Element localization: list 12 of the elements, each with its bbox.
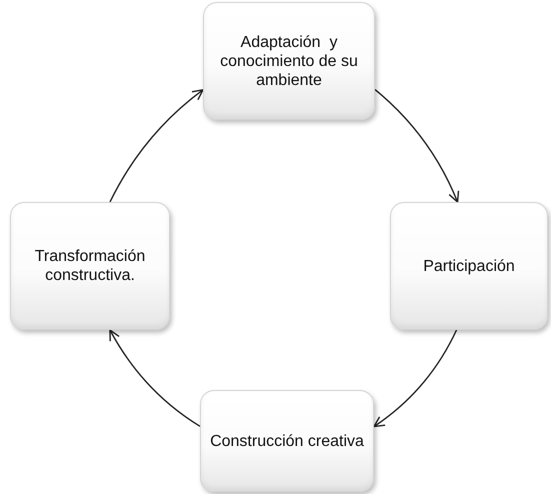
curved-arrow [373, 330, 458, 428]
rounded-box [200, 390, 374, 492]
rounded-box [390, 202, 548, 330]
box-label: Transformación constructiva. [34, 247, 146, 285]
box-label: Adaptación y conocimiento de su ambiente [219, 32, 359, 90]
box-label: Participación [423, 256, 515, 276]
box-label: Construcción creativa [210, 432, 364, 450]
curved-arrow [109, 329, 200, 427]
rounded-box [10, 202, 170, 330]
curved-arrow [374, 89, 459, 203]
curved-arrow [109, 89, 204, 202]
rounded-box [203, 2, 375, 120]
